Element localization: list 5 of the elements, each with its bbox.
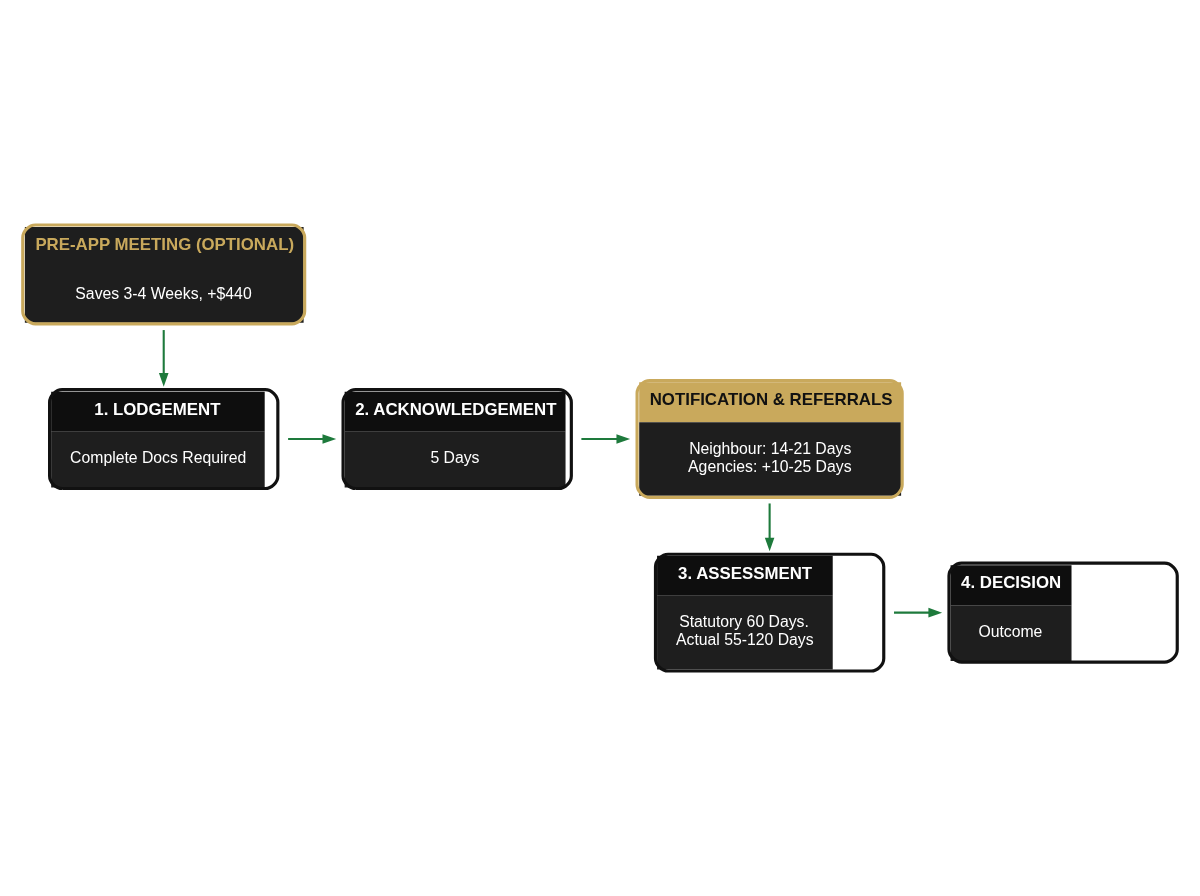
arrow [158,330,169,387]
arrow [894,607,943,618]
arrow [581,434,631,444]
arrow [764,503,775,552]
arrow [288,434,337,444]
